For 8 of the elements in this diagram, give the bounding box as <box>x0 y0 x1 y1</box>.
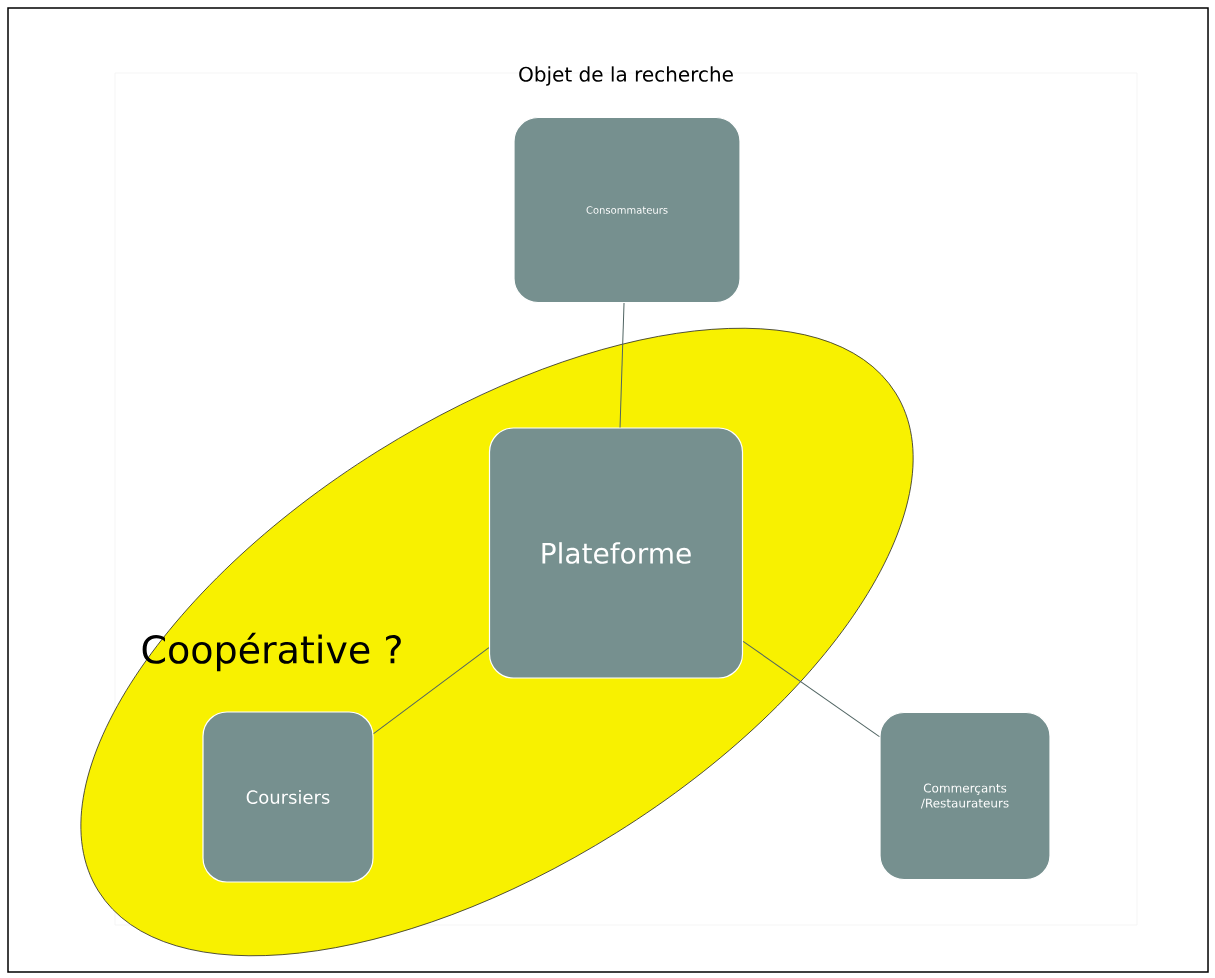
rounded-box: Plateforme <box>488 427 744 679</box>
title: Objet de la recherche <box>519 66 733 86</box>
connector-line <box>742 640 880 738</box>
connector-line <box>373 647 490 735</box>
connector-line <box>619 302 625 428</box>
rounded-box: Coursiers <box>202 711 374 883</box>
rounded-box: Consommateurs <box>513 116 741 304</box>
rounded-box: Commerçants /Restaurateurs <box>879 711 1051 881</box>
